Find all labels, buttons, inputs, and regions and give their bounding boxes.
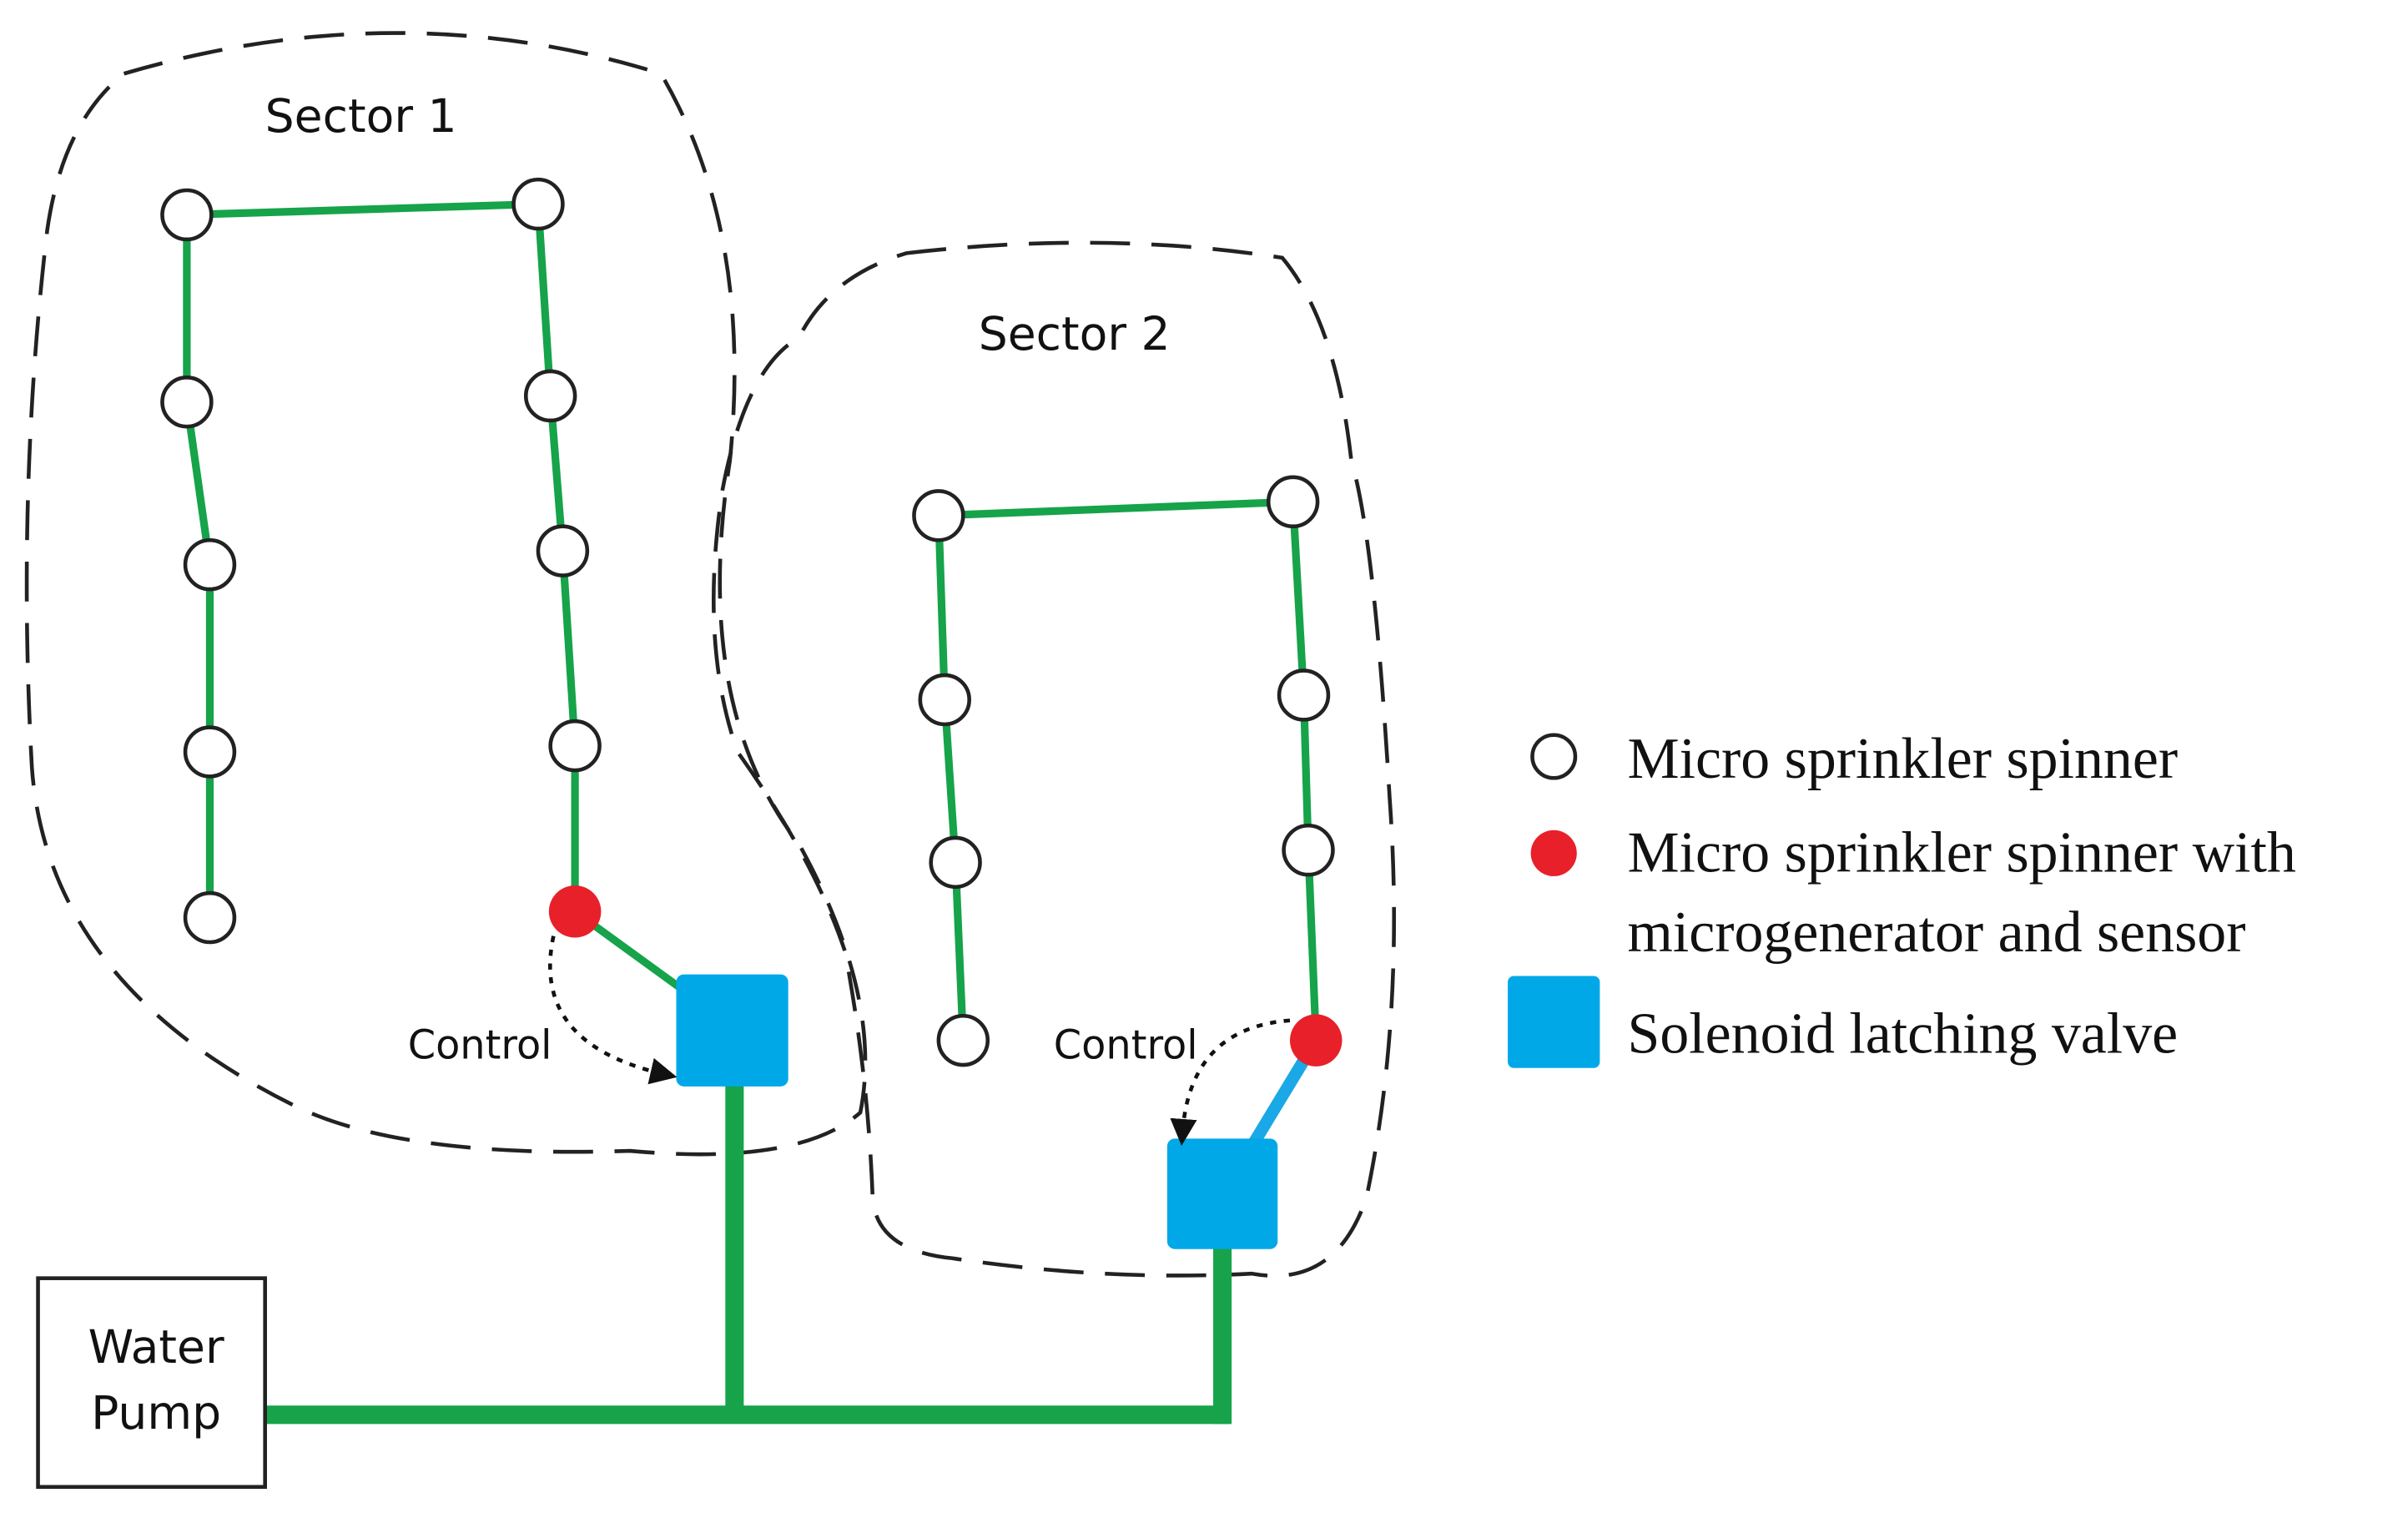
sprinkler xyxy=(936,1013,990,1067)
sector-2-label: Sector 2 xyxy=(979,308,1171,361)
sprinkler xyxy=(918,673,971,727)
legend: Micro sprinkler spinner Micro sprinkler … xyxy=(1508,727,2296,1068)
main-supply-line xyxy=(266,1074,1232,1425)
water-pump-box xyxy=(36,1276,267,1490)
sprinkler xyxy=(912,489,965,542)
sprinkler xyxy=(160,376,214,429)
legend-valve-label: Solenoid latching valve xyxy=(1627,1001,2178,1066)
sprinkler xyxy=(183,537,237,592)
sprinkler xyxy=(536,524,590,577)
control-label-sector-2: Control xyxy=(1054,1023,1198,1069)
legend-valve-icon xyxy=(1508,976,1600,1068)
water-pump-label-line2: Pump xyxy=(91,1387,221,1440)
sprinkler xyxy=(183,725,237,779)
sector-2-pipes xyxy=(934,497,1320,1045)
sector-1-label: Sector 1 xyxy=(265,90,457,144)
sector-2-sprinklers xyxy=(912,475,1335,1067)
sprinkler xyxy=(183,890,237,945)
legend-sensor-sprinkler-label-line1: Micro sprinkler spinner with xyxy=(1627,820,2295,885)
legend-sensor-sprinkler-icon xyxy=(1530,830,1577,876)
sector-1-sprinklers xyxy=(160,177,602,945)
control-label-sector-1: Control xyxy=(408,1023,552,1069)
sprinkler xyxy=(1277,668,1331,722)
sprinkler xyxy=(929,835,982,890)
legend-sprinkler-label: Micro sprinkler spinner xyxy=(1627,727,2178,791)
sprinkler xyxy=(1282,823,1335,877)
solenoid-valve-sector-2 xyxy=(1166,1138,1278,1249)
sprinkler xyxy=(511,177,565,231)
sensor-sprinkler-sector-1 xyxy=(548,885,602,938)
control-arrow-sector-2 xyxy=(1170,1018,1291,1147)
legend-sensor-sprinkler-label-line2: microgenerator and sensor xyxy=(1627,900,2245,965)
sector-1-pipes xyxy=(183,199,736,1029)
sensor-sprinkler-sector-2 xyxy=(1289,1014,1343,1067)
sprinkler xyxy=(523,369,577,423)
water-pump-label-line1: Water xyxy=(88,1321,224,1374)
sector-1-boundary xyxy=(24,31,868,1157)
sprinkler xyxy=(548,719,602,773)
control-arrow-sector-1 xyxy=(548,936,678,1085)
sprinkler xyxy=(1266,475,1320,528)
sector-2-boundary xyxy=(712,240,1397,1278)
solenoid-valve-sector-1 xyxy=(676,974,788,1087)
sprinkler xyxy=(160,188,214,242)
legend-sprinkler-icon xyxy=(1530,733,1578,780)
